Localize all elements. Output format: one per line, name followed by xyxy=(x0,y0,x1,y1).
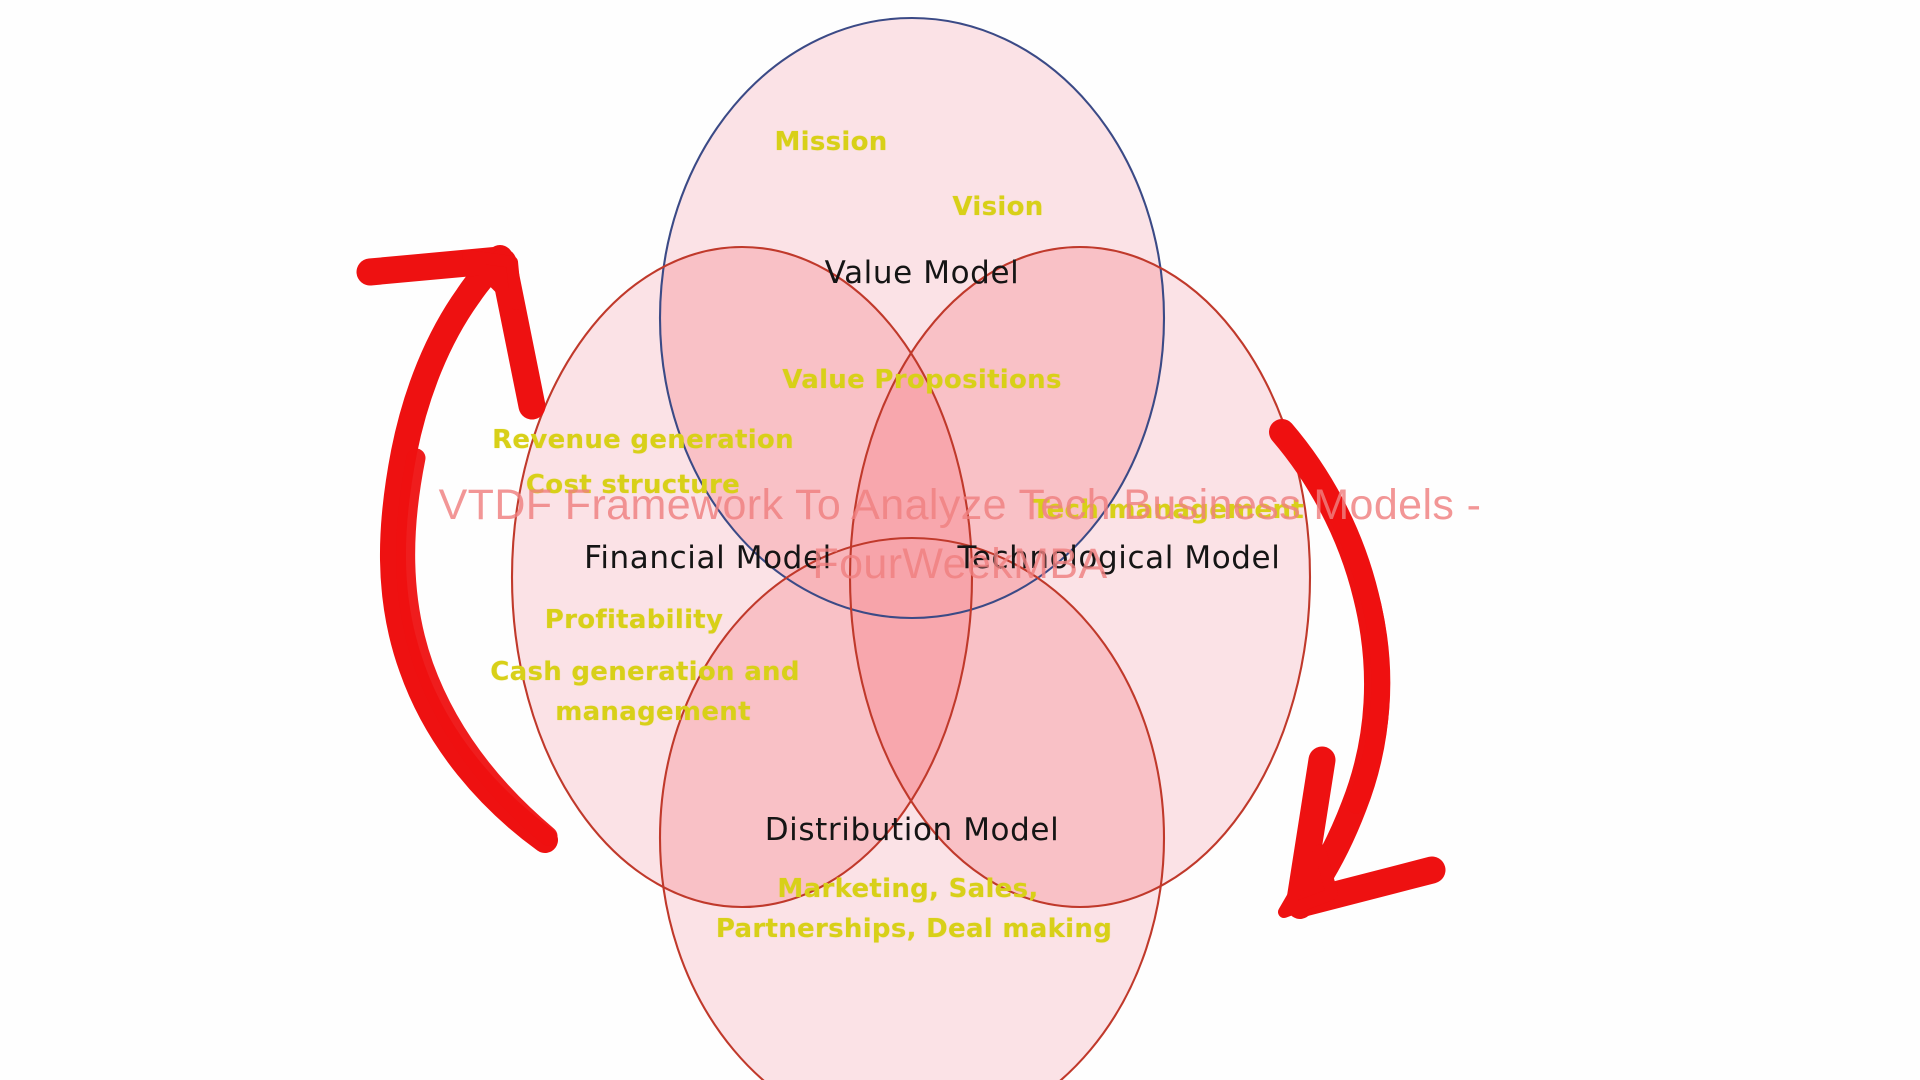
left-arrow-shaft xyxy=(379,245,558,853)
label-tech-management: Tech management xyxy=(1032,495,1304,525)
label-cost-structure: Cost structure xyxy=(525,470,741,500)
label-financial-model: Financial Model xyxy=(584,540,832,576)
label-revenue-generation: Revenue generation xyxy=(492,425,794,455)
technological-model-circle-outline xyxy=(848,245,1312,909)
label-distribution-items-line1: Marketing, Sales, xyxy=(777,874,1039,904)
label-distribution-model: Distribution Model xyxy=(764,812,1060,848)
label-profitability: Profitability xyxy=(544,605,724,635)
right-arrow-shaft-wobble xyxy=(1276,426,1391,814)
financial-model-circle-outline xyxy=(510,245,974,909)
label-vision: Vision xyxy=(952,192,1044,222)
circle-outlines xyxy=(510,16,1312,1080)
label-mission: Mission xyxy=(774,127,888,157)
left-arrow-shaft-wobble xyxy=(396,448,558,846)
right-arrow-head-tip xyxy=(1278,844,1338,918)
distribution-model-circle-outline xyxy=(659,537,1165,1080)
label-technological-model: Technological Model xyxy=(957,540,1281,576)
label-distribution-items-line2: Partnerships, Deal making xyxy=(715,914,1113,944)
left-arrow xyxy=(356,245,558,853)
left-arrow-head-tip xyxy=(462,250,522,310)
right-arrow xyxy=(1269,419,1446,919)
label-value-propositions: Value Propositions xyxy=(782,365,1062,395)
label-value-model: Value Model xyxy=(824,255,1020,291)
label-cash-generation-line1: Cash generation and xyxy=(490,657,800,687)
label-cash-generation-line2: management xyxy=(555,697,751,727)
value-model-circle-outline xyxy=(658,16,1166,620)
